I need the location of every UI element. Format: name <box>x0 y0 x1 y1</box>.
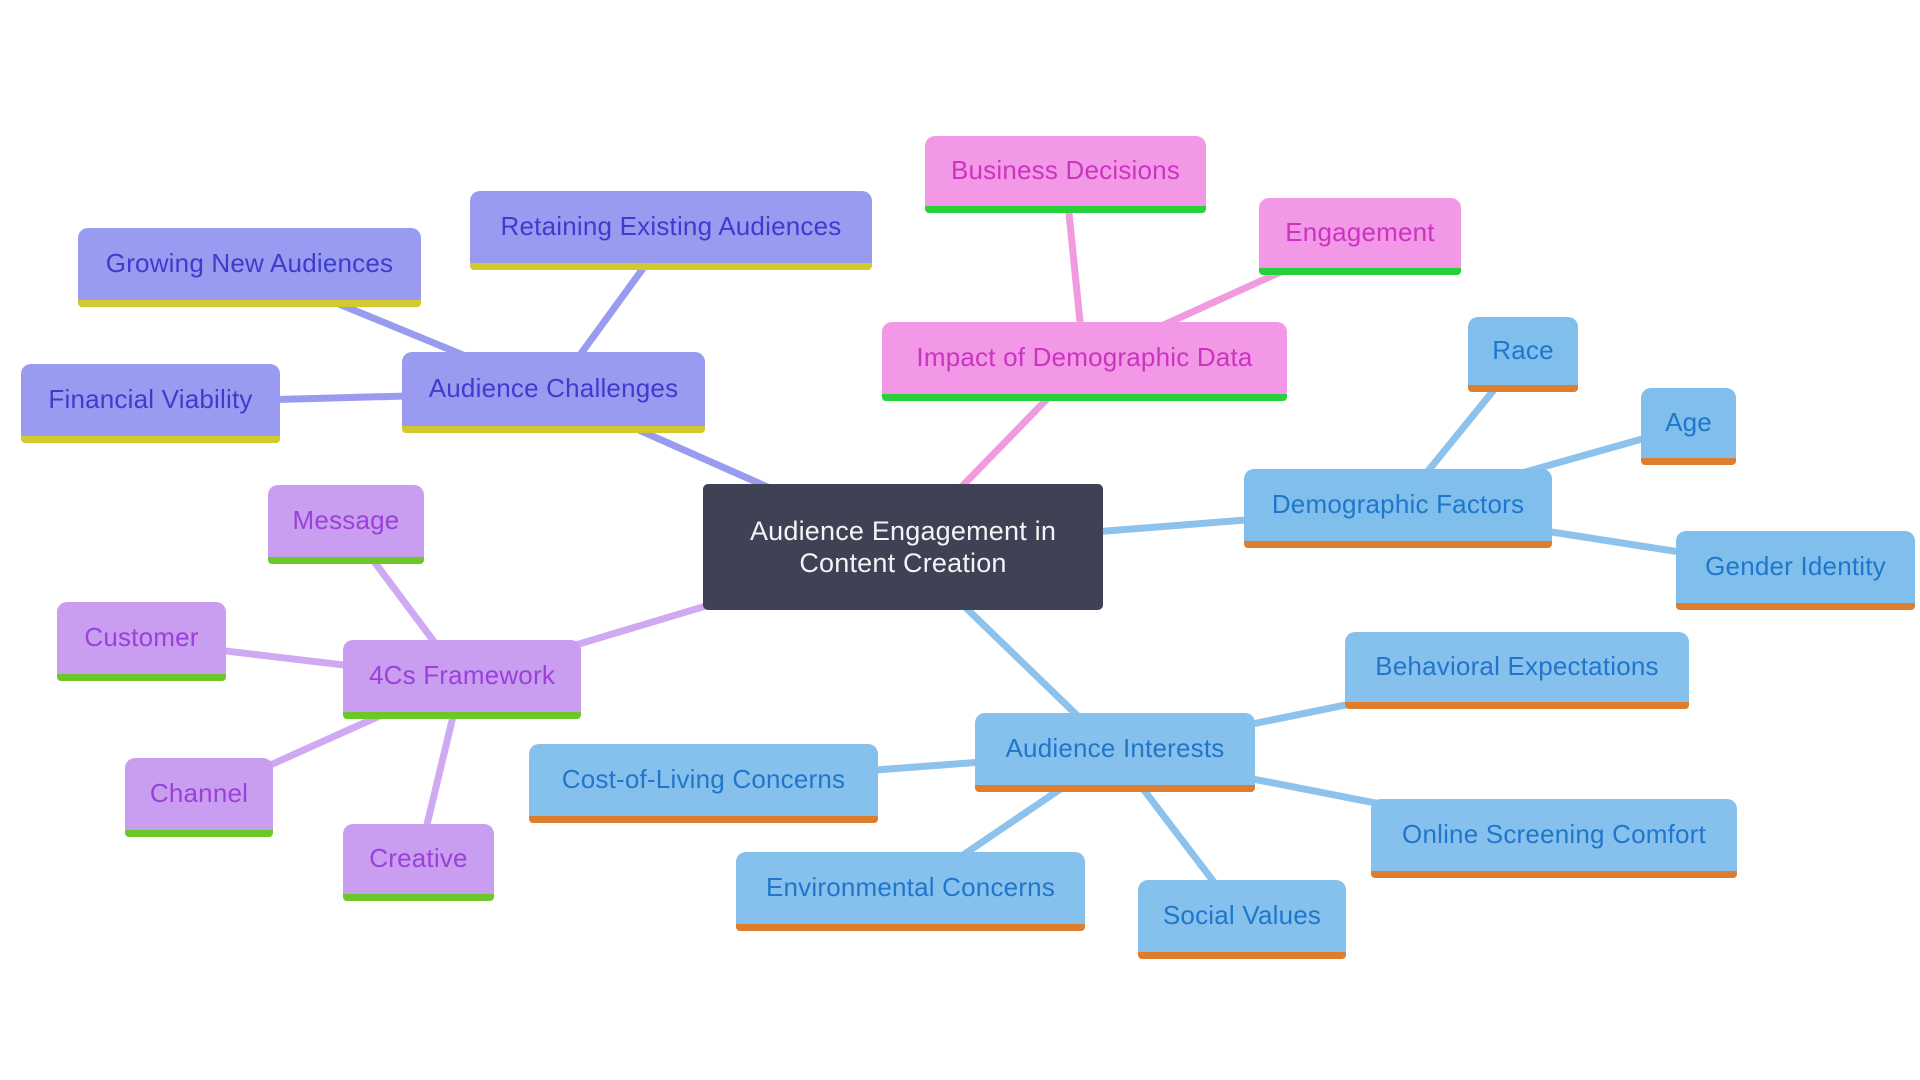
node-label: Business Decisions <box>950 155 1181 186</box>
node-environmental-concerns: Environmental Concerns <box>736 852 1085 931</box>
node-label: Audience Challenges <box>428 373 679 404</box>
node-label: Channel <box>149 778 249 809</box>
node-label: Financial Viability <box>48 384 253 415</box>
node-retaining-existing-audiences: Retaining Existing Audiences <box>470 191 872 270</box>
node-label: Environmental Concerns <box>765 872 1056 903</box>
node-label: Retaining Existing Audiences <box>500 211 842 242</box>
node-growing-new-audiences: Growing New Audiences <box>78 228 421 307</box>
node-4cs-framework: 4Cs Framework <box>343 640 581 719</box>
node-label: Gender Identity <box>1705 551 1886 582</box>
node-label: Message <box>292 505 400 536</box>
node-gender-identity: Gender Identity <box>1676 531 1915 610</box>
node-label: Audience Engagement in Content Creation <box>749 515 1057 578</box>
node-label: Cost-of-Living Concerns <box>561 764 846 795</box>
node-audience-challenges: Audience Challenges <box>402 352 705 433</box>
node-label: Social Values <box>1162 900 1322 931</box>
node-channel: Channel <box>125 758 273 837</box>
node-label: Demographic Factors <box>1271 489 1525 520</box>
node-label: Impact of Demographic Data <box>916 342 1253 373</box>
node-engagement: Engagement <box>1259 198 1461 275</box>
node-label: 4Cs Framework <box>368 660 556 691</box>
node-customer: Customer <box>57 602 226 681</box>
node-social-values: Social Values <box>1138 880 1346 959</box>
node-label: Online Screening Comfort <box>1402 819 1706 850</box>
node-impact-of-demographic-data: Impact of Demographic Data <box>882 322 1287 401</box>
node-message: Message <box>268 485 424 564</box>
node-label: Behavioral Expectations <box>1375 651 1659 682</box>
node-behavioral-expectations: Behavioral Expectations <box>1345 632 1689 709</box>
node-online-screening-comfort: Online Screening Comfort <box>1371 799 1737 878</box>
node-label: Growing New Audiences <box>105 248 394 279</box>
node-label: Audience Interests <box>1005 733 1225 764</box>
node-central: Audience Engagement in Content Creation <box>703 484 1103 610</box>
node-age: Age <box>1641 388 1736 465</box>
node-label: Creative <box>369 843 468 874</box>
node-cost-of-living-concerns: Cost-of-Living Concerns <box>529 744 878 823</box>
node-business-decisions: Business Decisions <box>925 136 1206 213</box>
node-label: Race <box>1492 335 1554 366</box>
node-audience-interests: Audience Interests <box>975 713 1255 792</box>
node-label: Engagement <box>1285 217 1435 248</box>
node-financial-viability: Financial Viability <box>21 364 280 443</box>
node-label: Age <box>1665 407 1712 438</box>
node-label: Customer <box>84 622 199 653</box>
node-creative: Creative <box>343 824 494 901</box>
node-race: Race <box>1468 317 1578 392</box>
node-demographic-factors: Demographic Factors <box>1244 469 1552 548</box>
